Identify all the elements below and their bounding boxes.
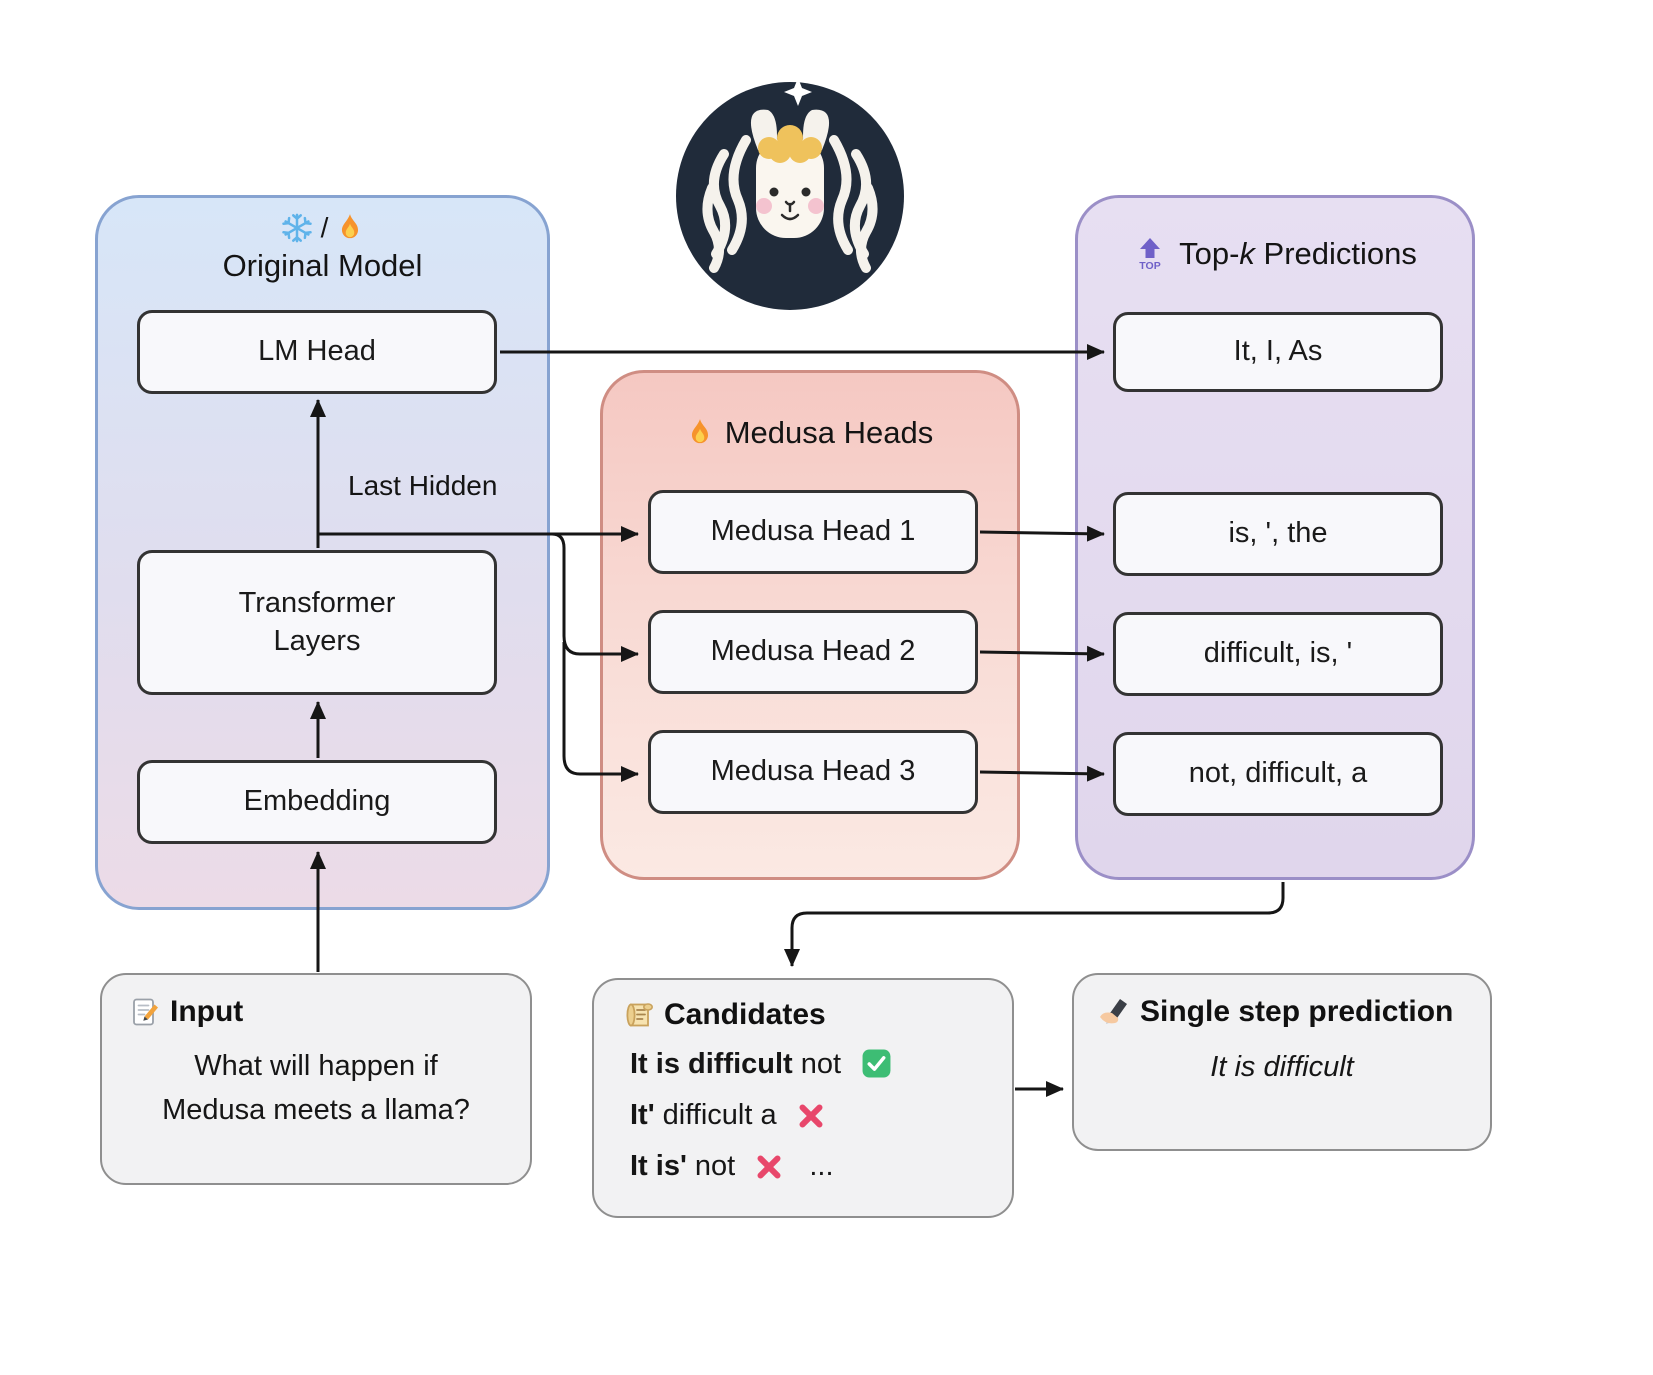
last-hidden-label: Last Hidden (348, 470, 498, 501)
lm-head-label: LM Head (258, 335, 376, 368)
candidates-box: Candidates It is difficult not It' diffi… (592, 978, 1014, 1218)
transformer-layers-box: Transformer Layers (137, 550, 497, 695)
original-model-title: Original Model (222, 248, 423, 283)
lm-head-box: LM Head (137, 310, 497, 394)
topk-title: Top-k Predictions (1179, 236, 1417, 271)
writing-hand-icon (1098, 997, 1130, 1027)
candidate-row-3: It is' not ... (630, 1144, 1012, 1195)
arrow-topk-to-candidates (784, 882, 1285, 967)
pred-head-1-label: is, ', the (1228, 517, 1328, 550)
medusa-head-2-label: Medusa Head 2 (710, 635, 916, 668)
freeze-or-train-separator: / (320, 212, 329, 243)
embedding-box: Embedding (137, 760, 497, 844)
medusa-head-3-label: Medusa Head 3 (710, 755, 916, 788)
pred-head-1-box: is, ', the (1113, 492, 1443, 576)
single-step-title: Single step prediction (1140, 995, 1454, 1028)
medusa-heads-title: Medusa Heads (724, 415, 934, 450)
top-arrow-icon: TOP (1133, 236, 1167, 272)
pred-lm-head-box: It, I, As (1113, 312, 1443, 392)
medusa-head-1-box: Medusa Head 1 (648, 490, 978, 574)
snowflake-icon (281, 213, 312, 243)
embedding-label: Embedding (243, 785, 391, 818)
candidates-title: Candidates (664, 998, 826, 1031)
pred-lm-head-label: It, I, As (1233, 335, 1323, 368)
pred-head-2-label: difficult, is, ' (1203, 637, 1353, 670)
memo-icon (130, 997, 160, 1027)
medusa-head-2-box: Medusa Head 2 (648, 610, 978, 694)
transformer-layers-label: Transformer Layers (238, 586, 396, 657)
single-step-text: It is difficult (1210, 1051, 1354, 1083)
candidates-ellipsis: ... (809, 1149, 834, 1182)
pred-head-2-box: difficult, is, ' (1113, 612, 1443, 696)
medusa-head-3-box: Medusa Head 3 (648, 730, 978, 814)
single-step-box: Single step prediction It is difficult (1072, 973, 1492, 1151)
cross-icon (797, 1099, 825, 1144)
medusa-llama-logo (672, 76, 908, 312)
pred-head-3-label: not, difficult, a (1188, 757, 1368, 790)
flame-icon (687, 418, 713, 448)
input-box: Input What will happen if Medusa meets a… (100, 973, 532, 1185)
input-title: Input (170, 995, 244, 1028)
candidate-row-1: It is difficult not (630, 1042, 1012, 1093)
candidates-list: It is difficult not It' difficult a I (630, 1042, 1012, 1195)
input-text: What will happen if Medusa meets a llama… (162, 1050, 470, 1126)
scroll-icon (624, 1001, 654, 1029)
cross-icon (755, 1150, 783, 1195)
pred-head-3-box: not, difficult, a (1113, 732, 1443, 816)
candidate-row-2: It' difficult a (630, 1093, 1012, 1144)
check-icon (861, 1048, 892, 1093)
medusa-head-1-label: Medusa Head 1 (710, 515, 916, 548)
top-icon-label: TOP (1139, 260, 1160, 272)
flame-icon (337, 213, 363, 243)
